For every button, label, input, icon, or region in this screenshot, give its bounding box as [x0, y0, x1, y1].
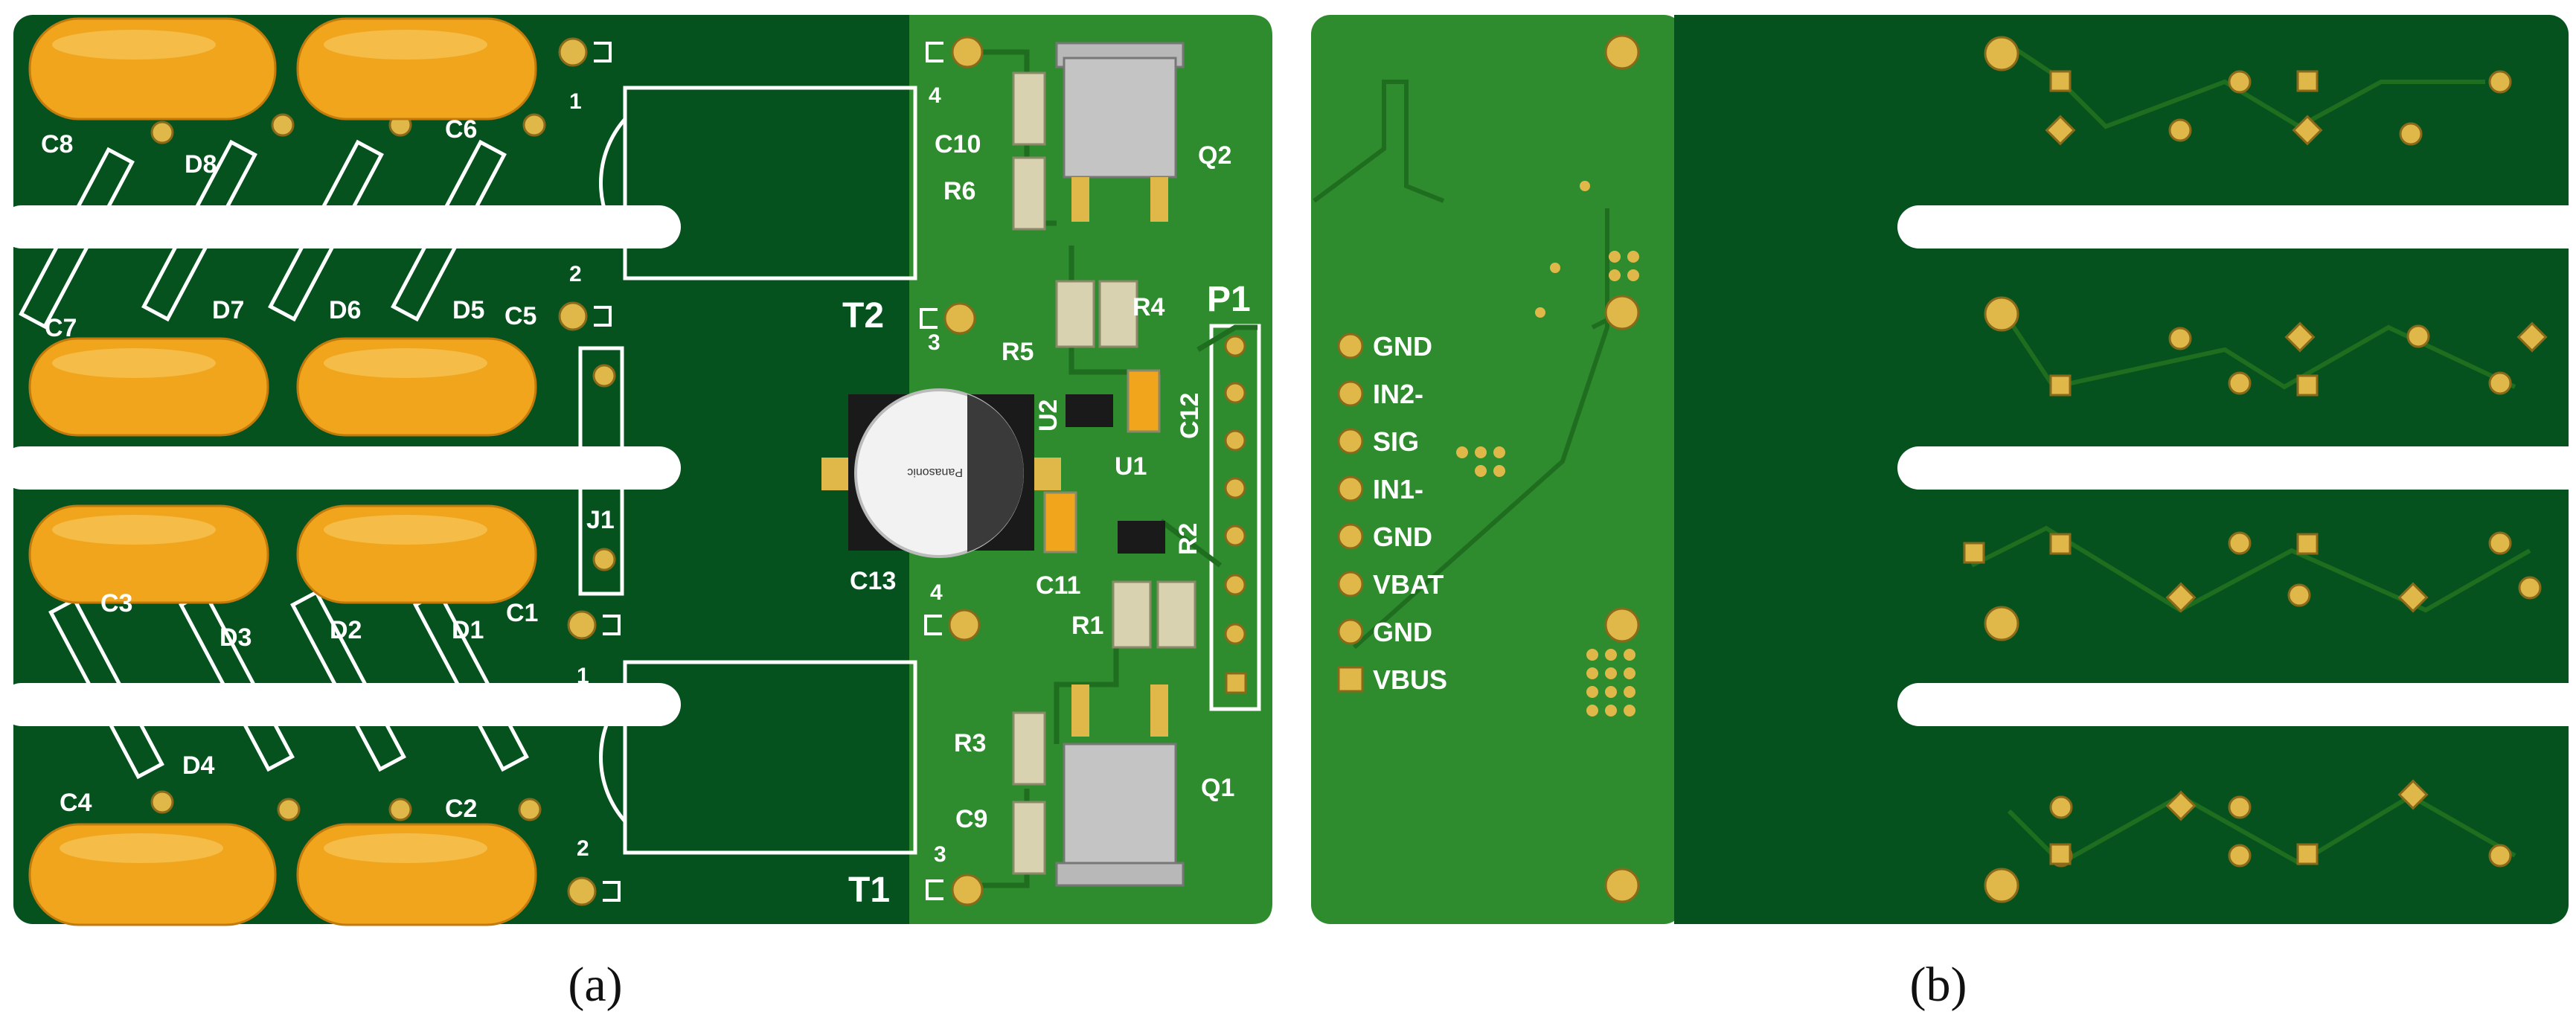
transformer-t2-outline [598, 86, 917, 280]
label-c9: C9 [955, 805, 987, 833]
label-r3: R3 [954, 729, 986, 757]
label-r2: R2 [1174, 523, 1202, 555]
isolation-slot-3 [0, 683, 681, 726]
label-c13: C13 [850, 567, 896, 595]
label-t1: T1 [848, 871, 890, 910]
pin-label-1: IN2- [1373, 379, 1423, 409]
label-u1: U1 [1115, 452, 1147, 481]
label-r1: R1 [1071, 612, 1103, 640]
caption-b: (b) [1910, 958, 1967, 1012]
ic-u2 [1066, 394, 1113, 427]
silkscreen-labels-a: C8 D8 C6 C7 D7 D6 D5 C5 C3 D3 D2 D1 C1 C… [41, 83, 1251, 910]
pads-b [1604, 34, 2542, 903]
p1-square-pad [1225, 672, 1247, 694]
label-c2: C2 [445, 795, 477, 823]
label-c11: C11 [1036, 571, 1081, 600]
label-p1: P1 [1207, 280, 1251, 319]
label-t1-pin1: 1 [577, 664, 589, 688]
pin-label-5: VBAT [1373, 569, 1444, 600]
square-pads-b [1963, 70, 2548, 865]
smd-parts-a [1012, 71, 1196, 875]
label-j1: J1 [586, 506, 615, 534]
pin-label-7: VBUS [1373, 664, 1447, 695]
pads-a [150, 36, 1246, 906]
label-d1: D1 [452, 616, 484, 644]
isolation-slot-b2 [1897, 446, 2576, 490]
label-c3: C3 [100, 589, 132, 618]
label-c10: C10 [935, 130, 981, 158]
isolation-slot-1 [0, 205, 681, 249]
label-t1-pin4: 4 [930, 580, 943, 605]
board-b [1311, 15, 2576, 924]
label-d3: D3 [220, 623, 251, 652]
pin-label-2: SIG [1373, 426, 1419, 457]
label-u2: U2 [1034, 400, 1063, 432]
label-t1-pin2: 2 [577, 836, 589, 861]
caption-a: (a) [568, 958, 622, 1012]
label-c7: C7 [45, 314, 77, 342]
label-d2: D2 [330, 616, 362, 644]
label-q2: Q2 [1198, 141, 1231, 170]
label-q1: Q1 [1201, 774, 1234, 802]
mosfet-q2 [1055, 42, 1185, 222]
connector-j1-outline [578, 346, 624, 596]
label-c12: C12 [1176, 393, 1204, 439]
label-t2: T2 [842, 296, 884, 336]
label-r4: R4 [1132, 293, 1165, 321]
label-c1: C1 [506, 599, 538, 627]
pin-label-4: GND [1373, 522, 1432, 552]
transformer-t1-outline [598, 660, 917, 855]
label-t2-pin4: 4 [929, 83, 941, 108]
isolation-slot-2 [0, 446, 681, 490]
label-t2-pin1: 1 [569, 89, 582, 114]
label-c4: C4 [60, 789, 92, 817]
capacitor-highlights [52, 30, 487, 863]
board-a [0, 15, 1272, 926]
pad-markers-a [594, 42, 943, 902]
isolation-slot-b1 [1897, 205, 2576, 249]
pin-labels-b: GND IN2- SIG IN1- GND VBAT GND VBUS [1373, 331, 1447, 695]
label-d5: D5 [452, 296, 484, 324]
label-c5: C5 [504, 302, 536, 330]
isolation-slot-b3 [1897, 683, 2576, 726]
board-a-control-area [909, 15, 1272, 924]
label-c13-brand: Panasonic [907, 466, 963, 478]
pin-label-6: GND [1373, 617, 1432, 647]
ic-u1 [1118, 521, 1165, 554]
label-d6: D6 [329, 296, 361, 324]
header-pads-b [1337, 333, 1364, 693]
label-r6: R6 [943, 177, 975, 205]
mosfet-q1 [1055, 684, 1185, 887]
pin-label-0: GND [1373, 331, 1432, 362]
label-d7: D7 [212, 296, 244, 324]
via-cluster-b [1456, 181, 1639, 716]
label-d4: D4 [182, 751, 215, 780]
label-r5: R5 [1002, 338, 1034, 366]
label-t2-pin3: 3 [928, 330, 941, 355]
label-c8: C8 [41, 130, 73, 158]
label-t2-pin2: 2 [569, 262, 582, 286]
label-c6: C6 [445, 115, 477, 144]
capacitor-c13 [821, 388, 1061, 558]
label-t1-pin3: 3 [934, 842, 946, 867]
label-d8: D8 [185, 150, 217, 179]
pin-label-3: IN1- [1373, 474, 1423, 504]
